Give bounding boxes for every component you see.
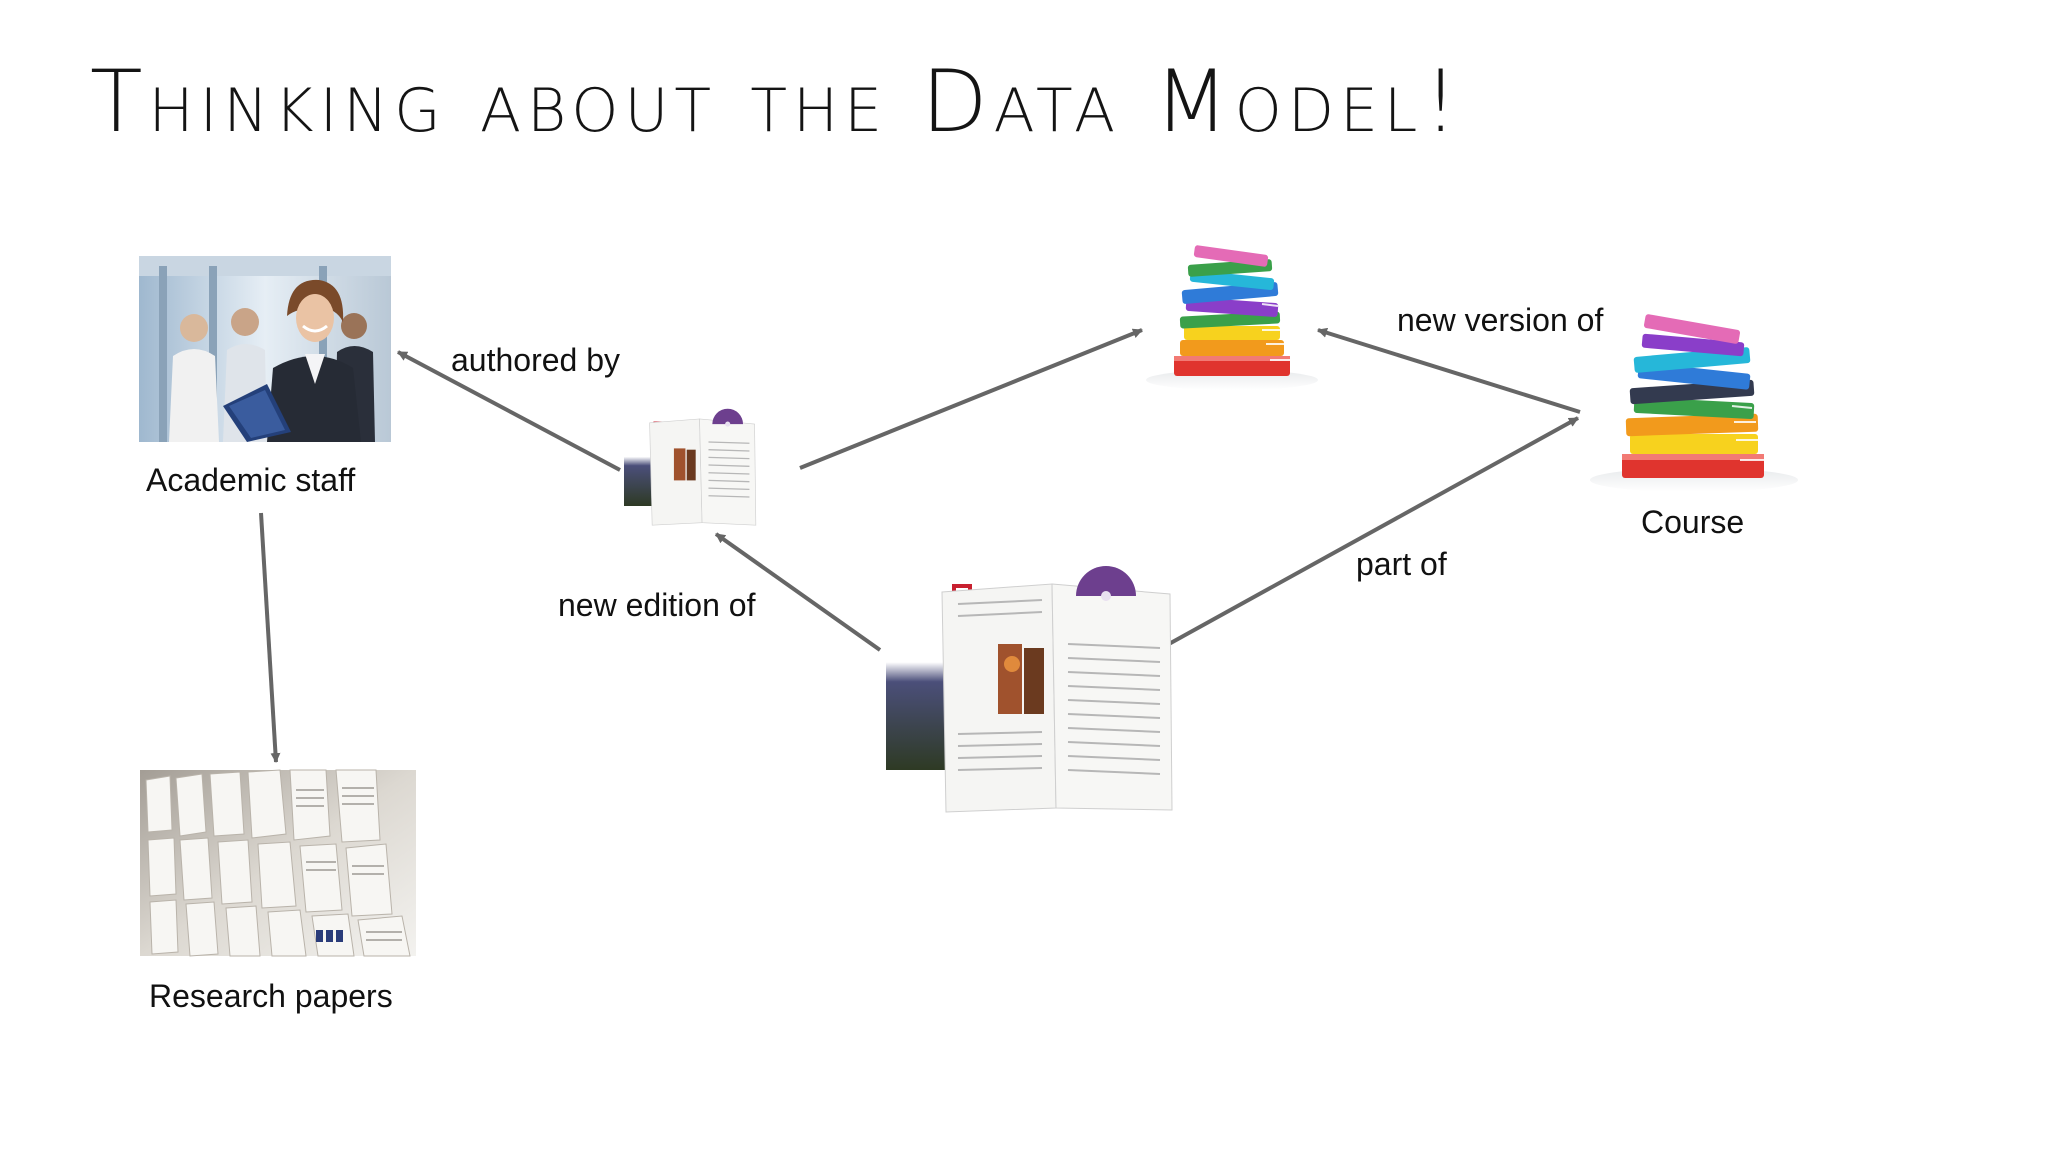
arrow-staff-to-papers (259, 512, 281, 763)
arrow-new-version-of (1317, 327, 1581, 414)
book-stack-course (1590, 314, 1798, 492)
edge-label-part-of: part of (1356, 546, 1447, 582)
research-papers-photo (140, 769, 416, 957)
arrow-authored-by (397, 350, 621, 472)
textbook-small (624, 408, 757, 526)
node-label-course: Course (1641, 504, 1745, 540)
arrow-part-of (1157, 416, 1579, 652)
node-label-academic-staff: Academic staff (146, 462, 356, 498)
slide-title: Thinking about the Data Model! (90, 52, 1464, 152)
node-label-research-papers: Research papers (149, 978, 393, 1014)
textbook-large (886, 566, 1173, 813)
academic-staff-photo (139, 256, 391, 442)
book-stack-middle (1146, 245, 1318, 390)
edge-label-new-version-of: new version of (1397, 302, 1604, 338)
edge-label-new-edition-of: new edition of (558, 587, 756, 623)
edge-label-authored-by: authored by (451, 342, 621, 378)
arrow-new-edition-of (714, 532, 882, 652)
arrows (259, 327, 1581, 763)
arrow-book-to-books (799, 328, 1143, 470)
